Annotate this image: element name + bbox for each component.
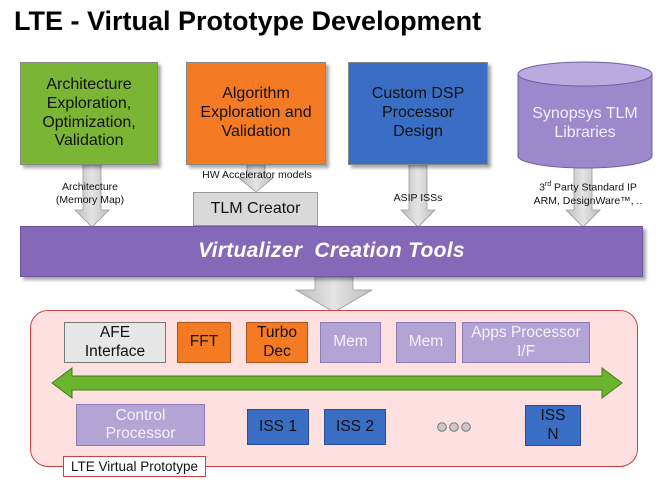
fft-block: FFT (177, 322, 231, 363)
arrow-tools-to-prototype (294, 276, 374, 313)
architecture-exploration-label: Architecture Exploration, Optimization, … (42, 75, 136, 150)
ellipsis-icon (437, 422, 471, 432)
custom-dsp-box: Custom DSP Processor Design (348, 62, 488, 165)
tlm-creator-box: TLM Creator (193, 192, 318, 226)
memory-map-note-line1: Architecture (61, 181, 119, 193)
apps-processor-if-block: Apps Processor I/F (462, 322, 590, 363)
third-party-ordinal-suffix: rd (544, 181, 552, 188)
lte-virtual-prototype-label: LTE Virtual Prototype (63, 456, 207, 477)
mem-block-1: Mem (320, 322, 381, 363)
tlm-libraries-label: Synopsys TLM Libraries (532, 105, 638, 142)
fft-label: FFT (189, 333, 219, 351)
algorithm-exploration-label: Algorithm Exploration and Validation (200, 85, 312, 140)
turbo-dec-block: Turbo Dec (246, 322, 308, 363)
architecture-exploration-box: Architecture Exploration, Optimization, … (20, 62, 158, 165)
mem-label-2: Mem (408, 333, 444, 351)
tlm-libraries-cylinder (517, 61, 653, 169)
interconnect-bus-arrow (51, 367, 623, 399)
iss-1-block: ISS 1 (247, 409, 309, 445)
algorithm-exploration-box: Algorithm Exploration and Validation (186, 62, 326, 165)
iss-2-block: ISS 2 (324, 409, 386, 445)
virtualizer-creation-tools-label: Virtualizer Creation Tools (198, 239, 465, 263)
memory-map-note-line2: (Memory Map) (55, 194, 125, 207)
iss-n-label: ISS N (540, 407, 566, 443)
third-party-ordinal: 3 (539, 181, 545, 194)
arrow-architecture (74, 164, 110, 228)
third-party-ip-line1-rest: Party Standard IP (551, 181, 637, 194)
tlm-creator-label: TLM Creator (210, 199, 301, 217)
arrow-algorithm (237, 164, 275, 193)
third-party-ip-line1: 3rd Party Standard IP (518, 181, 658, 195)
iss-n-block: ISS N (525, 405, 581, 446)
iss-2-label: ISS 2 (336, 417, 374, 435)
iss-1-label: ISS 1 (259, 417, 297, 435)
page-title: LTE - Virtual Prototype Development (14, 6, 482, 36)
virtualizer-creation-tools-bar: Virtualizer Creation Tools (20, 226, 643, 277)
arrow-libraries (565, 164, 601, 228)
mem-label-1: Mem (333, 333, 368, 351)
custom-dsp-label: Custom DSP Processor Design (371, 85, 465, 140)
mem-block-2: Mem (396, 322, 456, 363)
afe-interface-label: AFE Interface (84, 324, 146, 360)
turbo-dec-label: Turbo Dec (257, 324, 297, 360)
control-processor-block: Control Processor (76, 404, 205, 446)
memory-map-note: Architecture (Memory Map) (30, 181, 150, 207)
control-processor-label: Control Processor (105, 406, 176, 442)
arrow-dsp (400, 164, 436, 228)
asip-iss-note: ASIP ISSs (393, 192, 443, 204)
apps-processor-if-label: Apps Processor I/F (471, 324, 581, 360)
third-party-ip-line2: ARM, DesignWare™, .. (533, 194, 643, 207)
third-party-ip-note: 3rd Party Standard IP ARM, DesignWare™, … (518, 181, 658, 208)
hw-accelerator-note: HW Accelerator models (202, 169, 312, 181)
afe-interface-block: AFE Interface (64, 322, 166, 363)
